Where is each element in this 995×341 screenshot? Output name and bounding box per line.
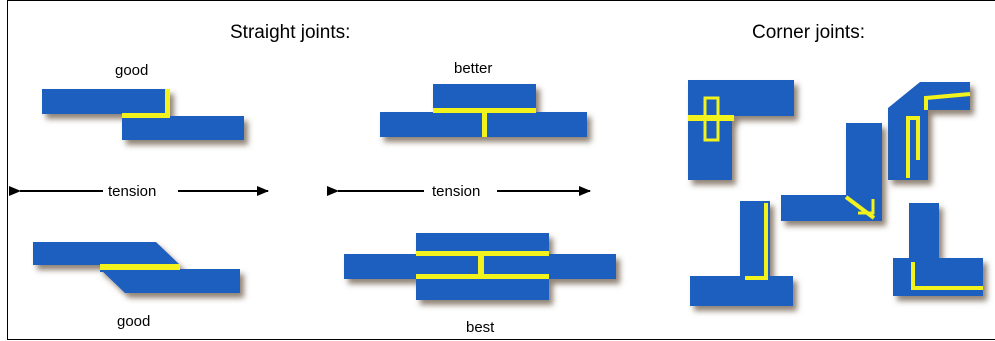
label-good-bottom: good <box>117 313 151 330</box>
corner-joint-miter-lap <box>888 82 971 180</box>
corner-joint-butt <box>690 201 793 306</box>
scarf-joint-good <box>33 242 240 293</box>
double-strap-joint-best <box>344 233 616 300</box>
corner-joint-rabbet <box>893 203 983 296</box>
label-better: better <box>454 60 493 77</box>
corner-joint-miter <box>781 123 882 221</box>
straight-joints-title: Straight joints: <box>230 22 351 43</box>
corner-joints-title: Corner joints: <box>752 22 865 43</box>
lap-joint-good <box>42 89 244 140</box>
corner-joint-mortise <box>688 80 794 180</box>
diagram-frame <box>7 0 995 340</box>
strap-joint-better <box>380 84 587 137</box>
label-best: best <box>466 319 495 336</box>
label-good-top: good <box>115 62 149 79</box>
label-tension-left: tension <box>108 183 157 200</box>
label-tension-right: tension <box>432 183 481 200</box>
